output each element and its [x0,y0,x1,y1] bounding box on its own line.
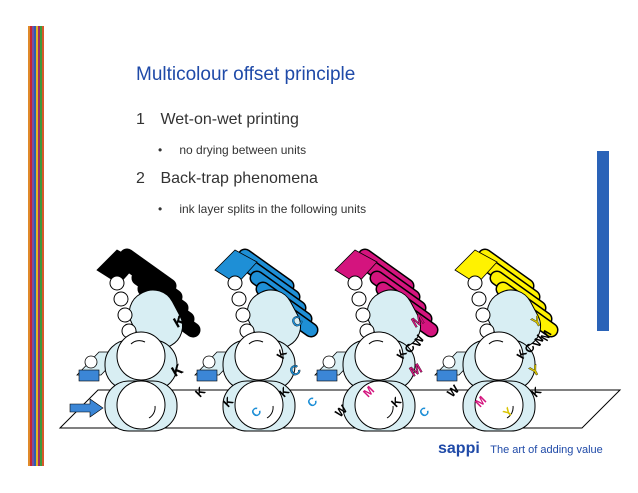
point-2: 2 Back-trap phenomena [136,170,318,188]
form-roller [351,291,367,307]
damping-fountain [196,369,218,382]
stripe [34,26,36,466]
form-roller [231,291,247,307]
rotation-arrow [506,405,514,419]
impression-cylinder-face [234,380,284,430]
side-accent-bar [597,151,609,331]
rotation-arrow [130,340,146,345]
decorative-stripes [28,26,44,466]
form-roller [227,275,243,291]
stripe [36,26,38,466]
damping-fountain [78,369,100,382]
slide-title: Multicolour offset principle [136,64,356,85]
blanket-cylinder-face [354,331,404,381]
blanket-cylinder-face [234,331,284,381]
impression-cylinder-face [354,380,404,430]
form-roller [471,291,487,307]
form-roller [235,307,251,323]
stripe [28,26,30,466]
rotation-arrow [386,405,394,419]
paper-direction-arrow [69,398,104,418]
subbullet-text: ink layer splits in the following units [179,202,367,216]
point-2-subbullet: • ink layer splits in the following unit… [158,202,366,216]
point-number: 2 [136,170,145,187]
rotation-arrow [488,340,504,345]
footer-tagline: The art of adding value [490,444,603,456]
rotation-arrow [148,405,156,419]
damping-roller [322,355,336,369]
point-1: 1 Wet-on-wet printing [136,111,299,129]
point-number: 1 [136,111,145,128]
stripe [30,26,32,466]
stripe [32,26,34,466]
form-roller [475,307,491,323]
point-1-subbullet: • no drying between units [158,143,306,157]
stripe [40,26,42,466]
rotation-arrow [248,340,264,345]
form-roller [347,275,363,291]
damping-roller [84,355,98,369]
form-roller [467,275,483,291]
stripe [42,26,44,466]
point-text: Back-trap phenomena [160,170,318,187]
damping-roller [202,355,216,369]
point-text: Wet-on-wet printing [160,111,299,128]
form-roller [109,275,125,291]
blanket-cylinder-face [474,331,524,381]
stripe [38,26,40,466]
damping-fountain [316,369,338,382]
form-roller [113,291,129,307]
subbullet-text: no drying between units [179,143,307,157]
bullet-dot: • [158,202,163,216]
damping-roller [442,355,456,369]
form-roller [117,307,133,323]
rotation-arrow [266,405,274,419]
impression-cylinder-face [474,380,524,430]
impression-cylinder-face [116,380,166,430]
form-roller [355,307,371,323]
sappi-logo: sappi [438,440,480,457]
damping-fountain [436,369,458,382]
footer-brand: sappi The art of adding value [438,440,603,458]
bullet-dot: • [158,143,163,157]
rotation-arrow [368,340,384,345]
blanket-cylinder-face [116,331,166,381]
